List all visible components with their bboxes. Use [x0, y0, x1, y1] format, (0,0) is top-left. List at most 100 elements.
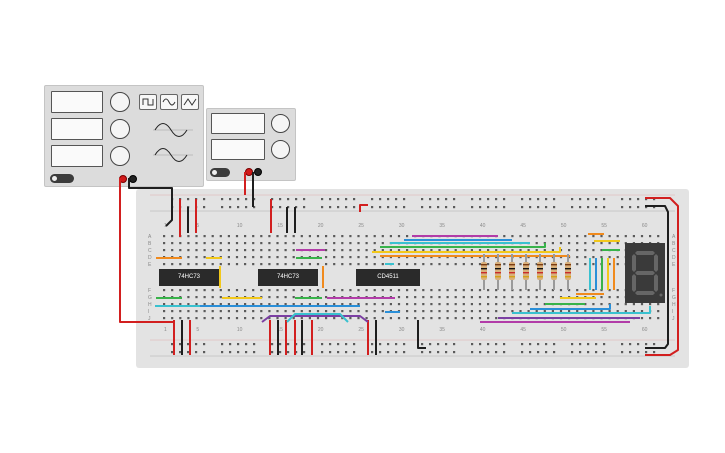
row-letter: I — [148, 309, 149, 315]
power-button[interactable] — [50, 174, 74, 183]
column-number: 1 — [164, 327, 167, 333]
resistor-band — [565, 268, 571, 270]
resistor-band — [537, 268, 543, 270]
resistor-band — [537, 264, 543, 266]
column-number: 55 — [601, 223, 607, 229]
resistor-band — [565, 264, 571, 266]
resistor-band — [509, 268, 515, 270]
row-letter: G — [672, 295, 676, 301]
square-wave-icon — [142, 98, 154, 106]
sine-preview-icon-2 — [153, 148, 193, 162]
bus-wire — [372, 247, 561, 253]
resistor — [565, 262, 571, 280]
square-wave-button[interactable] — [139, 94, 157, 110]
power-jumper — [359, 204, 368, 212]
resistor-band — [523, 272, 529, 274]
row-letter: B — [148, 241, 152, 247]
column-number: 15 — [277, 223, 283, 229]
column-number: 60 — [642, 223, 648, 229]
column-number: 50 — [561, 327, 567, 333]
current-knob[interactable] — [271, 140, 290, 159]
resistor-band — [551, 276, 557, 278]
column-number: 40 — [480, 327, 486, 333]
power-jumper — [417, 320, 426, 349]
resistor-band — [509, 276, 515, 278]
function-generator — [44, 85, 204, 187]
seven-segment-display[interactable] — [625, 243, 665, 303]
chip-3-label: CD4511 — [377, 274, 399, 280]
resistor-band — [495, 264, 501, 266]
generator-black-lead — [128, 178, 173, 227]
power-supply-power-button[interactable] — [210, 168, 230, 177]
column-number: 40 — [480, 223, 486, 229]
rail-link-red — [645, 197, 679, 356]
power-supply-current-display — [211, 139, 265, 160]
bus-wire — [530, 304, 611, 310]
row-letter: D — [672, 255, 676, 261]
resistor-band — [495, 276, 501, 278]
sine-wave-button[interactable] — [160, 94, 178, 110]
row-letter: C — [148, 248, 152, 254]
resistor — [551, 262, 557, 280]
resistor-band — [565, 276, 571, 278]
bus-wire — [512, 306, 651, 314]
row-letter: J — [672, 316, 675, 322]
power-supply-voltage-display — [211, 113, 265, 134]
supply-negative-jack[interactable] — [254, 168, 262, 176]
resistor — [537, 262, 543, 280]
resistor-band — [481, 264, 487, 266]
chip-2[interactable]: 74HC73 — [258, 269, 318, 286]
column-number: 50 — [561, 223, 567, 229]
resistor-band — [523, 276, 529, 278]
resistor-band — [565, 272, 571, 274]
column-number: 15 — [277, 327, 283, 333]
row-letter: G — [148, 295, 152, 301]
resistor-band — [523, 268, 529, 270]
column-number: 45 — [520, 327, 526, 333]
chip-1[interactable]: 74HC73 — [159, 269, 219, 286]
generator-red-lead — [119, 178, 175, 323]
column-number: 55 — [601, 327, 607, 333]
resistor-band — [481, 268, 487, 270]
amplitude-knob[interactable] — [110, 119, 130, 139]
column-number: 10 — [237, 223, 243, 229]
column-number: 5 — [196, 223, 199, 229]
digit-8-icon — [632, 251, 663, 297]
resistor-band — [481, 276, 487, 278]
resistor-band — [509, 264, 515, 266]
rail-link-black — [645, 205, 669, 349]
function-generator-display-1 — [51, 91, 103, 113]
row-letter: J — [148, 316, 151, 322]
column-number: 45 — [520, 223, 526, 229]
resistor — [495, 262, 501, 280]
row-letter: E — [672, 262, 676, 268]
triangle-wave-button[interactable] — [181, 94, 199, 110]
resistor-band — [551, 268, 557, 270]
column-number: 60 — [642, 327, 648, 333]
resistor — [481, 262, 487, 280]
chip-1-label: 74HC73 — [177, 274, 200, 280]
resistor-band — [551, 264, 557, 266]
resistor — [523, 262, 529, 280]
row-letter: A — [672, 234, 676, 240]
column-number: 5 — [196, 327, 199, 333]
function-generator-display-2 — [51, 118, 103, 140]
resistor — [509, 262, 515, 280]
resistor-band — [495, 268, 501, 270]
voltage-knob[interactable] — [271, 114, 290, 133]
offset-knob[interactable] — [110, 146, 130, 166]
chip-3[interactable]: CD4511 — [356, 269, 420, 286]
row-letter: C — [672, 248, 676, 254]
column-number: 20 — [318, 327, 324, 333]
jumper — [286, 313, 349, 323]
row-letter: B — [672, 241, 676, 247]
row-letter: H — [672, 302, 676, 308]
sine-preview-icon — [153, 123, 193, 137]
power-supply — [206, 108, 296, 181]
resistor-band — [481, 272, 487, 274]
row-letter: E — [148, 262, 152, 268]
frequency-knob[interactable] — [110, 92, 130, 112]
resistor-band — [509, 272, 515, 274]
function-generator-display-3 — [51, 145, 103, 167]
